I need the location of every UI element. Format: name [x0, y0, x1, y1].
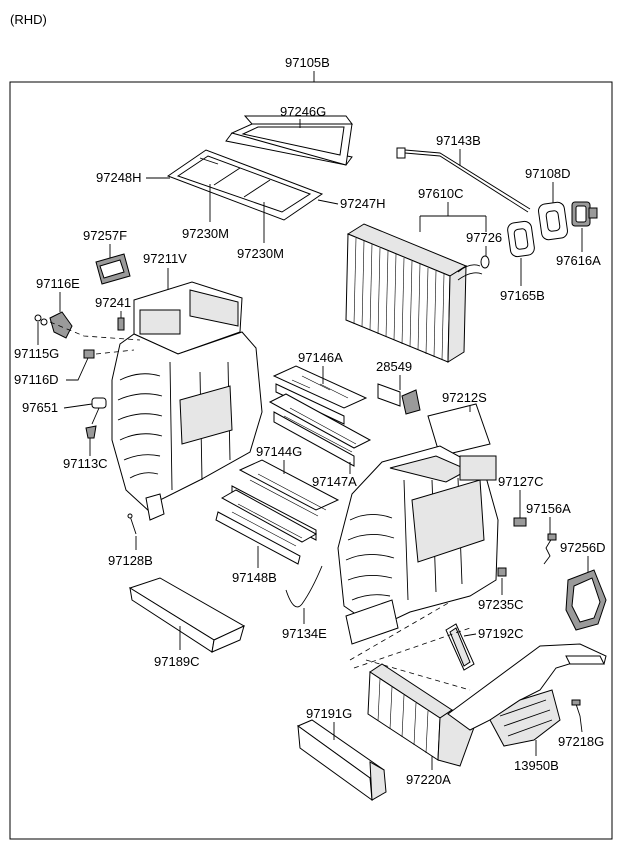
cover-97191G [296, 719, 387, 802]
label-97248H: 97248H [96, 170, 142, 185]
label-97189C: 97189C [154, 654, 200, 669]
label-97156A: 97156A [526, 501, 571, 516]
label-97212S: 97212S [442, 390, 487, 405]
label-97116E: 97116E [36, 276, 80, 291]
label-97211V: 97211V [143, 251, 187, 266]
leader-97610C [419, 202, 487, 232]
leader-97116D [66, 357, 89, 381]
label-97616A: 97616A [556, 253, 601, 268]
label-97726: 97726 [466, 230, 502, 245]
label-97115G: 97115G [14, 346, 59, 361]
door-97147A [268, 393, 372, 467]
leader-97192C [463, 633, 477, 637]
label-97165B: 97165B [500, 288, 545, 303]
expansion-valve-97616A [571, 201, 598, 227]
filter-frame-lower [166, 149, 324, 221]
filter-frame-upper [225, 115, 353, 166]
variant-label: (RHD) [10, 12, 47, 27]
label-28549: 28549 [376, 359, 412, 374]
label-97113C: 97113C [63, 456, 108, 471]
drain-tray-97189C [128, 577, 246, 653]
rod-97128B [127, 513, 137, 535]
dashed-assembly-lines-bottom [349, 601, 471, 691]
label-97257F: 97257F [83, 228, 127, 243]
assembly-frame [9, 81, 613, 840]
label-97247H: 97247H [340, 196, 386, 211]
seal-28549 [377, 383, 421, 415]
label-97148B: 97148B [232, 570, 277, 585]
rod-97134E [285, 565, 323, 608]
label-97128B: 97128B [108, 553, 153, 568]
label-97134E: 97134E [282, 626, 327, 641]
label-97127C: 97127C [498, 474, 544, 489]
motor-97116E [34, 311, 73, 339]
clip-97241 [117, 317, 125, 331]
leader-97247H [317, 199, 339, 205]
sensor-97651 [91, 397, 107, 425]
heater-case-right [337, 403, 499, 645]
pipe-97143B [396, 147, 531, 213]
label-97241: 97241 [95, 295, 131, 310]
label-97192C: 97192C [478, 626, 524, 641]
label-97147A: 97147A [312, 474, 357, 489]
actuator-97257F [95, 253, 131, 285]
label-97220A: 97220A [406, 772, 451, 787]
door-97146A [272, 365, 368, 425]
oring-97726 [480, 255, 490, 269]
screw-97218G [571, 699, 581, 717]
gasket-97108D [538, 201, 568, 241]
label-97235C: 97235C [478, 597, 524, 612]
gasket-97192C [445, 623, 475, 671]
label-97146A: 97146A [298, 350, 343, 365]
label-97191G: 97191G [306, 706, 352, 721]
label-97116D: 97116D [14, 372, 59, 387]
label-97256D: 97256D [560, 540, 606, 555]
heater-case-left [111, 281, 263, 521]
clip-97113C [85, 425, 97, 439]
label-97218G: 97218G [558, 734, 604, 749]
label-97230M-b: 97230M [237, 246, 284, 261]
leader-97218G [579, 715, 583, 733]
label-97143B: 97143B [436, 133, 481, 148]
evaporator-core [345, 223, 483, 363]
gasket-97165B [507, 220, 535, 258]
screw-97235C [497, 567, 507, 577]
leader-97651 [63, 403, 93, 409]
label-97651: 97651 [22, 400, 58, 415]
sensor-97156A [543, 533, 557, 565]
actuator-97256D [565, 569, 607, 631]
label-97144G: 97144G [256, 444, 302, 459]
link-97116D [83, 349, 95, 359]
label-13950B: 13950B [514, 758, 559, 773]
label-97108D: 97108D [525, 166, 571, 181]
label-97610C: 97610C [418, 186, 464, 201]
assembly-label: 97105B [285, 55, 330, 70]
label-97246G: 97246G [280, 104, 326, 119]
connector-97127C [513, 517, 527, 527]
duct-13950B [447, 643, 607, 747]
door-97148B [215, 489, 318, 565]
dashed-assembly-lines-left [49, 321, 141, 355]
label-97230M-a: 97230M [182, 226, 229, 241]
